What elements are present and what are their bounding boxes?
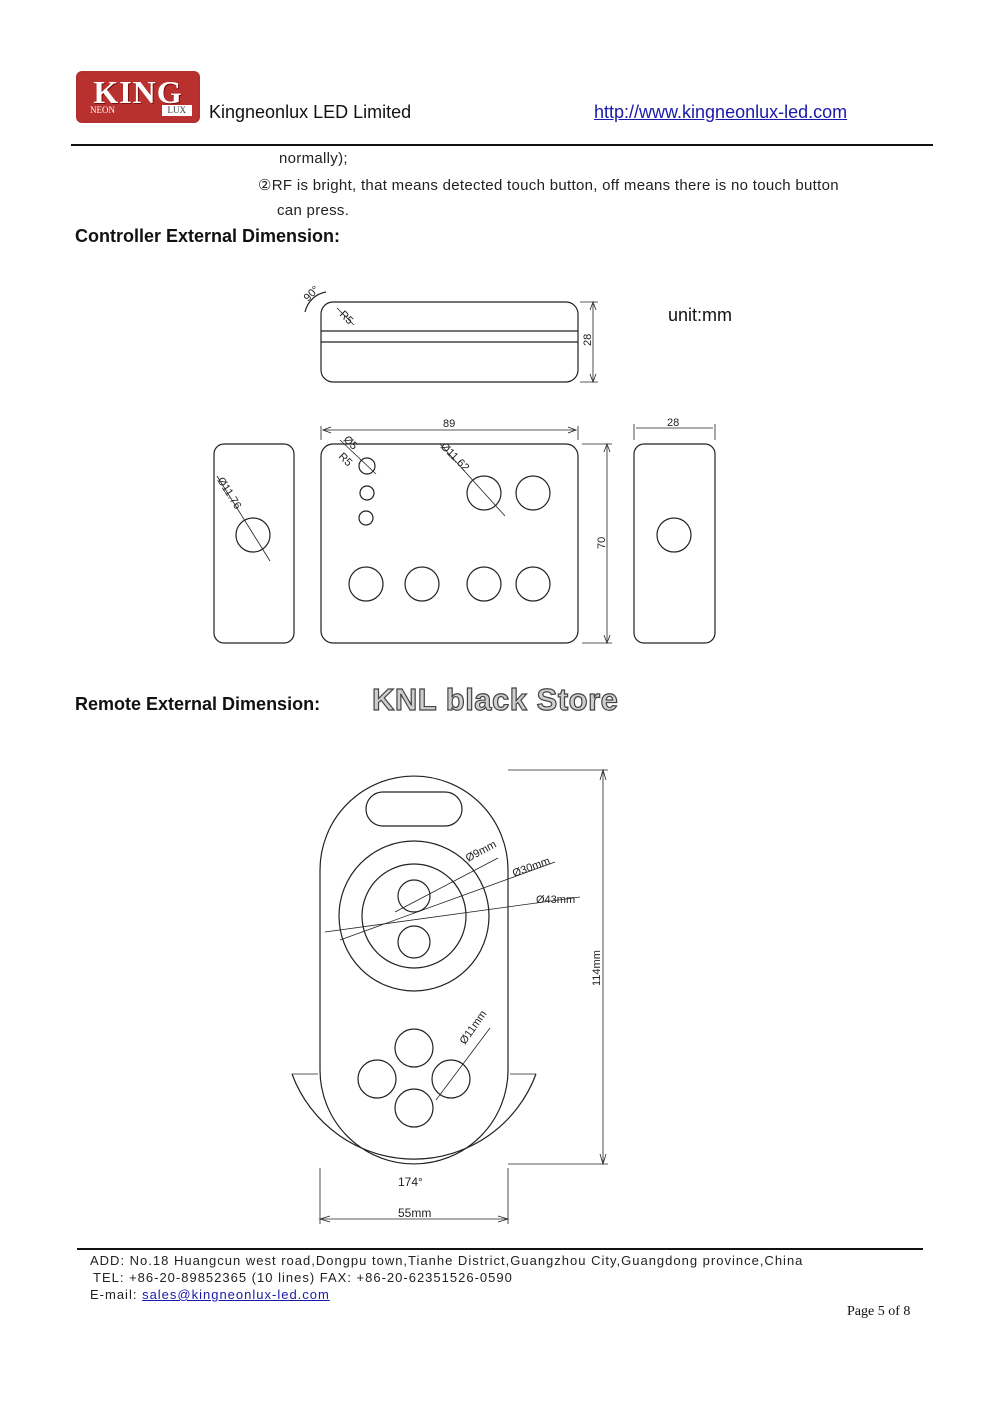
controller-left-view bbox=[213, 443, 295, 644]
header-divider bbox=[71, 144, 933, 146]
controller-front-view bbox=[320, 426, 612, 645]
logo-subtitle: NEON LUX bbox=[84, 105, 192, 116]
page-number: Page 5 of 8 bbox=[847, 1304, 911, 1319]
controller-right-view bbox=[633, 424, 716, 644]
body-line-3: can press. bbox=[277, 202, 350, 219]
label-height-114mm: 114mm bbox=[591, 950, 603, 986]
unit-label: unit:mm bbox=[668, 305, 733, 325]
body-line-1: normally); bbox=[279, 150, 348, 167]
label-height-70: 70 bbox=[596, 537, 608, 549]
footer-email-label: E-mail: bbox=[90, 1287, 143, 1302]
controller-dimension-heading: Controller External Dimension: bbox=[75, 226, 341, 246]
logo-word: KING bbox=[93, 74, 183, 110]
footer-email-link[interactable]: sales@kingneonlux-led.com bbox=[142, 1287, 330, 1302]
label-angle-90: 90° bbox=[302, 284, 322, 304]
label-r5-top: R5 bbox=[337, 309, 355, 327]
logo-sub-right: LUX bbox=[161, 105, 192, 116]
store-watermark: KNL black Store bbox=[371, 681, 619, 717]
label-height-28: 28 bbox=[582, 334, 594, 346]
label-width-55mm: 55mm bbox=[398, 1206, 431, 1220]
footer-phone-fax: TEL: +86-20-89852365 (10 lines) FAX: +86… bbox=[93, 1270, 513, 1285]
label-width-28: 28 bbox=[667, 417, 679, 429]
footer-email-row: E-mail: sales@kingneonlux-led.com bbox=[90, 1287, 330, 1302]
label-d11-62: Ø11.62 bbox=[438, 441, 471, 474]
footer-address: ADD: No.18 Huangcun west road,Dongpu tow… bbox=[90, 1253, 804, 1268]
logo-sub-left: NEON bbox=[90, 105, 115, 115]
company-name: Kingneonlux LED Limited bbox=[209, 102, 412, 122]
label-d43mm: Ø43mm bbox=[536, 894, 575, 906]
body-line-2-text: RF is bright, that means detected touch … bbox=[271, 177, 839, 194]
label-d11-76: Ø11.76 bbox=[214, 475, 243, 511]
label-width-89: 89 bbox=[443, 418, 455, 430]
list-marker: ② bbox=[258, 177, 272, 194]
label-d11mm: Ø11mm bbox=[458, 1008, 490, 1046]
footer-divider bbox=[77, 1248, 923, 1250]
label-d5: Ø5 bbox=[341, 434, 360, 453]
remote-dimension-heading: Remote External Dimension: bbox=[75, 694, 321, 714]
label-angle-174: 174° bbox=[398, 1175, 423, 1189]
controller-top-view bbox=[304, 291, 598, 384]
remote-drawing bbox=[291, 768, 608, 1224]
label-r5-front: R5 bbox=[336, 451, 354, 469]
company-logo: KING NEON LUX bbox=[76, 71, 200, 123]
website-link[interactable]: http://www.kingneonlux-led.com bbox=[594, 102, 848, 122]
body-line-2: ②RF is bright, that means detected touch… bbox=[258, 176, 930, 194]
label-d30mm: Ø30mm bbox=[511, 855, 552, 880]
